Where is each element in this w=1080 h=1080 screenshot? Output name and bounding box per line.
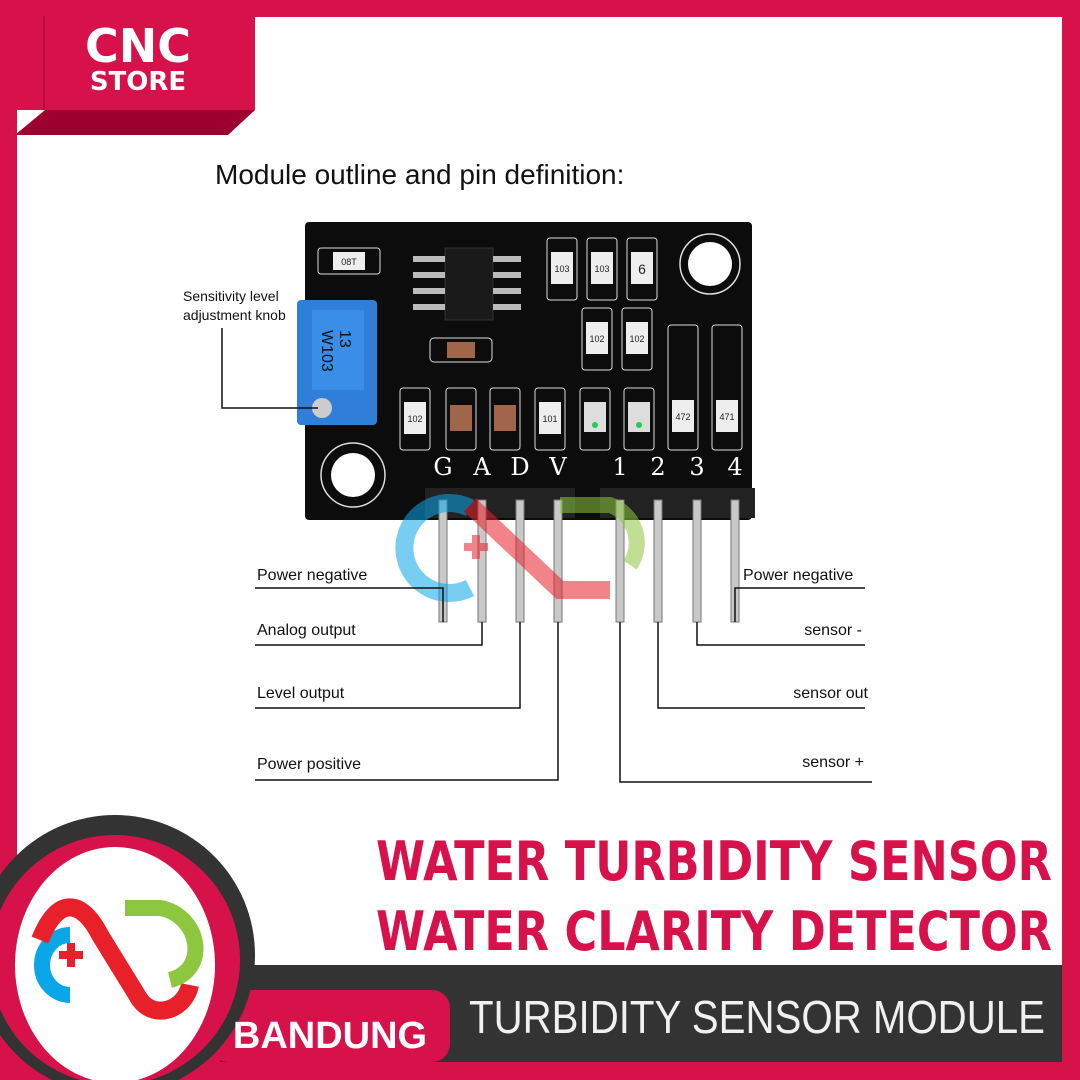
pin-label-sensor-plus: sensor + — [802, 754, 864, 771]
sensitivity-knob: 13 W103 — [297, 300, 377, 425]
pin-label-power-negative-left: Power negative — [257, 567, 367, 584]
component-label: 103 — [554, 264, 569, 274]
component-label: 6 — [638, 261, 646, 277]
pin-leader-line — [657, 622, 865, 709]
header-pin — [692, 499, 702, 623]
header-pin — [553, 499, 563, 623]
knob-label-line1: Sensitivity level — [183, 288, 279, 304]
pin-leader-line — [255, 622, 483, 646]
headline-line1: WATER TURBIDITY SENSOR — [376, 830, 1052, 893]
pin-label-analog-output: Analog output — [257, 622, 356, 639]
watermark-logo — [395, 494, 645, 602]
diagram-title: Module outline and pin definition: — [215, 159, 624, 190]
pin-leader-line — [255, 587, 444, 622]
cnc-store-logo: CNC STORE — [15, 15, 255, 135]
header-pin-label: D — [510, 453, 529, 481]
pin-label-sensor-out: sensor out — [793, 685, 868, 702]
subtitle-text: TURBIDITY SENSOR MODULE — [469, 991, 1045, 1043]
component-label: 102 — [407, 414, 422, 424]
header-pin — [653, 499, 663, 623]
pin-leader-line — [255, 622, 559, 781]
pin-label-power-negative-right: Power negative — [743, 567, 853, 584]
knob-label-line2: adjustment knob — [183, 307, 286, 323]
header-pin-label: V — [548, 453, 567, 481]
pin-leader-line — [696, 622, 865, 646]
logo-cnc-text: CNC — [85, 19, 191, 73]
pin-label-power-positive: Power positive — [257, 756, 361, 773]
header-pin-label: 4 — [727, 453, 742, 481]
header-pin-label: 1 — [612, 453, 627, 481]
city-label: BANDUNG — [233, 1015, 427, 1057]
header-pin-label: 2 — [650, 453, 665, 481]
component-label: 08T — [341, 257, 357, 267]
pot-label-2: W103 — [318, 330, 335, 372]
component-label: 103 — [594, 264, 609, 274]
pot-label-1: 13 — [336, 330, 353, 348]
header-pin-label: G — [433, 453, 452, 481]
component-label: 102 — [629, 334, 644, 344]
store-badge-logo — [0, 815, 255, 1080]
pin-leader-line — [255, 622, 521, 709]
knob-leader-line — [221, 328, 318, 409]
pin-label-level-output: Level output — [257, 685, 345, 702]
header-pin-label: A — [472, 453, 491, 481]
component-label: 102 — [589, 334, 604, 344]
component-label: 101 — [542, 414, 557, 424]
component-label: 471 — [719, 412, 734, 422]
pin-label-sensor-minus: sensor - — [804, 622, 862, 639]
component-label: 472 — [675, 412, 690, 422]
logo-store-text: STORE — [90, 67, 186, 97]
header-pin-label: 3 — [689, 453, 704, 481]
pin-leader-line — [734, 587, 865, 622]
pin-leader-line — [619, 622, 872, 783]
headline-line2: WATER CLARITY DETECTOR — [376, 900, 1052, 963]
city-tab — [210, 990, 450, 1062]
